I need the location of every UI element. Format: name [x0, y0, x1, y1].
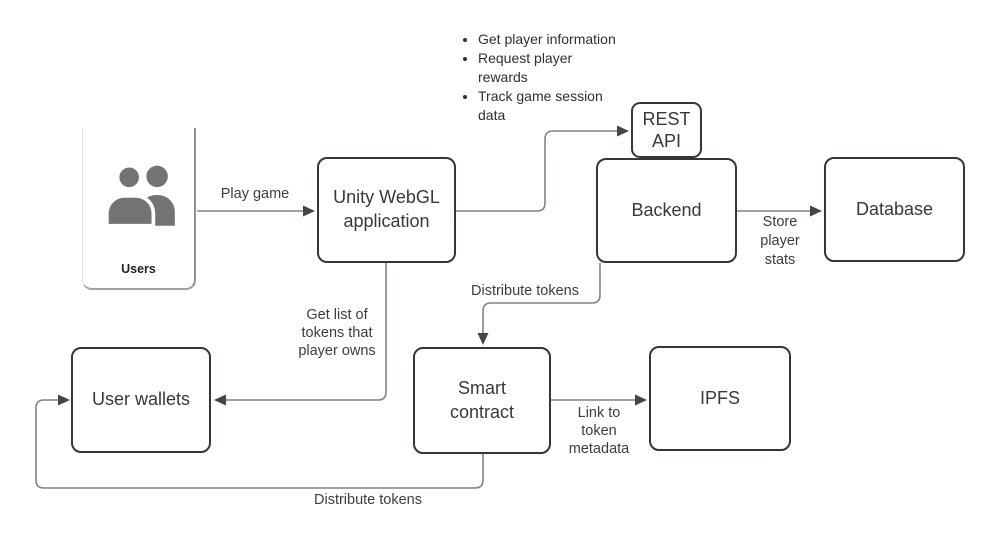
users-card: Users: [82, 128, 196, 290]
node-user-wallets: User wallets: [71, 347, 211, 453]
api-actions-list: Get player information Request player re…: [458, 30, 668, 125]
edge-label-store-player-stats: Store player stats: [760, 214, 800, 268]
node-user-wallets-label: User wallets: [91, 389, 191, 410]
edge-label-play-game: Play game: [220, 186, 290, 202]
api-action-item: Request player rewards: [478, 49, 668, 87]
node-ipfs-label: IPFS: [699, 387, 740, 408]
arrowhead-unity-to-user-wallets: [214, 394, 226, 406]
arrowhead-backend-to-smart-contract: [477, 333, 489, 345]
edge-backend-to-smart-contract: [482, 263, 601, 333]
arrowhead-smart-contract-to-user-wallets: [58, 394, 70, 406]
node-backend-label: Backend: [631, 199, 702, 220]
arrowhead-backend-to-database: [810, 205, 822, 217]
arrowhead-smart-contract-to-ipfs: [635, 394, 647, 406]
node-smart-contract-label: Smart contract: [449, 377, 515, 422]
users-card-label: Users: [121, 262, 156, 276]
node-unity-webgl-application: Unity WebGL application: [317, 157, 456, 263]
node-database-label: Database: [855, 198, 934, 219]
edge-unity-to-rest-api: [456, 130, 617, 212]
api-action-item: Track game session data: [478, 87, 668, 125]
users-icon: [104, 163, 186, 228]
arrowhead-users-to-unity: [303, 205, 315, 217]
node-database: Database: [824, 157, 965, 262]
edge-label-link-to-token-metadata: Link to token metadata: [568, 405, 630, 457]
arrowhead-unity-to-rest-api: [617, 125, 629, 137]
node-rest-api-label: REST API: [642, 108, 691, 152]
node-ipfs: IPFS: [649, 346, 791, 451]
node-rest-api: REST API: [631, 102, 702, 158]
node-smart-contract: Smart contract: [413, 347, 551, 454]
edge-label-distribute-tokens-mid: Distribute tokens: [471, 283, 579, 299]
edge-label-distribute-tokens-bottom: Distribute tokens: [314, 492, 422, 508]
api-action-item: Get player information: [478, 30, 668, 49]
node-unity-label: Unity WebGL application: [333, 187, 440, 231]
edge-unity-to-user-wallets: [226, 263, 387, 401]
node-backend: Backend: [596, 158, 737, 263]
edge-smart-contract-to-user-wallets: [35, 399, 484, 489]
edge-label-get-list-of-tokens: Get list of tokens that player owns: [298, 307, 376, 359]
